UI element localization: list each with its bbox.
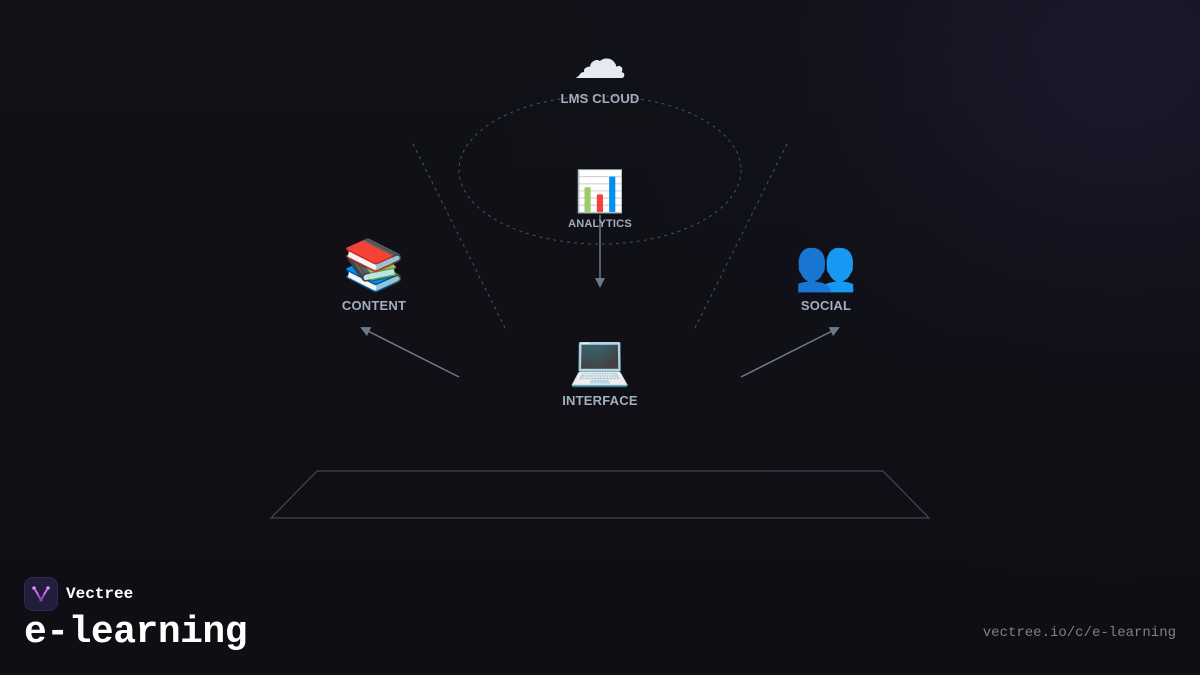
node-social: 👥 SOCIAL (746, 240, 906, 313)
cloud-icon: ☁ (573, 28, 627, 91)
node-label-interface: INTERFACE (562, 393, 638, 408)
node-lms-cloud: ☁ LMS CLOUD (520, 28, 680, 107)
node-label-content: CONTENT (341, 298, 407, 313)
node-label-analytics: ANALYTICS (568, 218, 632, 230)
users-icon: 👥 (794, 236, 858, 294)
node-interface: 💻 INTERFACE (520, 335, 680, 408)
edge-interface-to-content (360, 327, 460, 378)
bar-chart-icon: 📊 (575, 169, 625, 215)
node-analytics: 📊 ANALYTICS (520, 172, 680, 230)
platform-floor (269, 470, 931, 519)
vectree-logo-mark (32, 586, 50, 602)
page-url: vectree.io/c/e-learning (982, 625, 1176, 641)
vectree-logo-icon (24, 577, 58, 611)
edge-interface-to-social (740, 327, 840, 378)
node-label-social: SOCIAL (800, 298, 852, 313)
page-title: e-learning (24, 611, 248, 654)
books-icon: 📚 (342, 236, 406, 294)
brand: Vectree (24, 577, 133, 611)
brand-name: Vectree (66, 585, 134, 603)
laptop-icon: 💻 (568, 331, 632, 389)
orbit-ellipse (458, 95, 742, 245)
node-content: 📚 CONTENT (294, 240, 454, 313)
node-label-lms-cloud: LMS CLOUD (560, 91, 640, 106)
